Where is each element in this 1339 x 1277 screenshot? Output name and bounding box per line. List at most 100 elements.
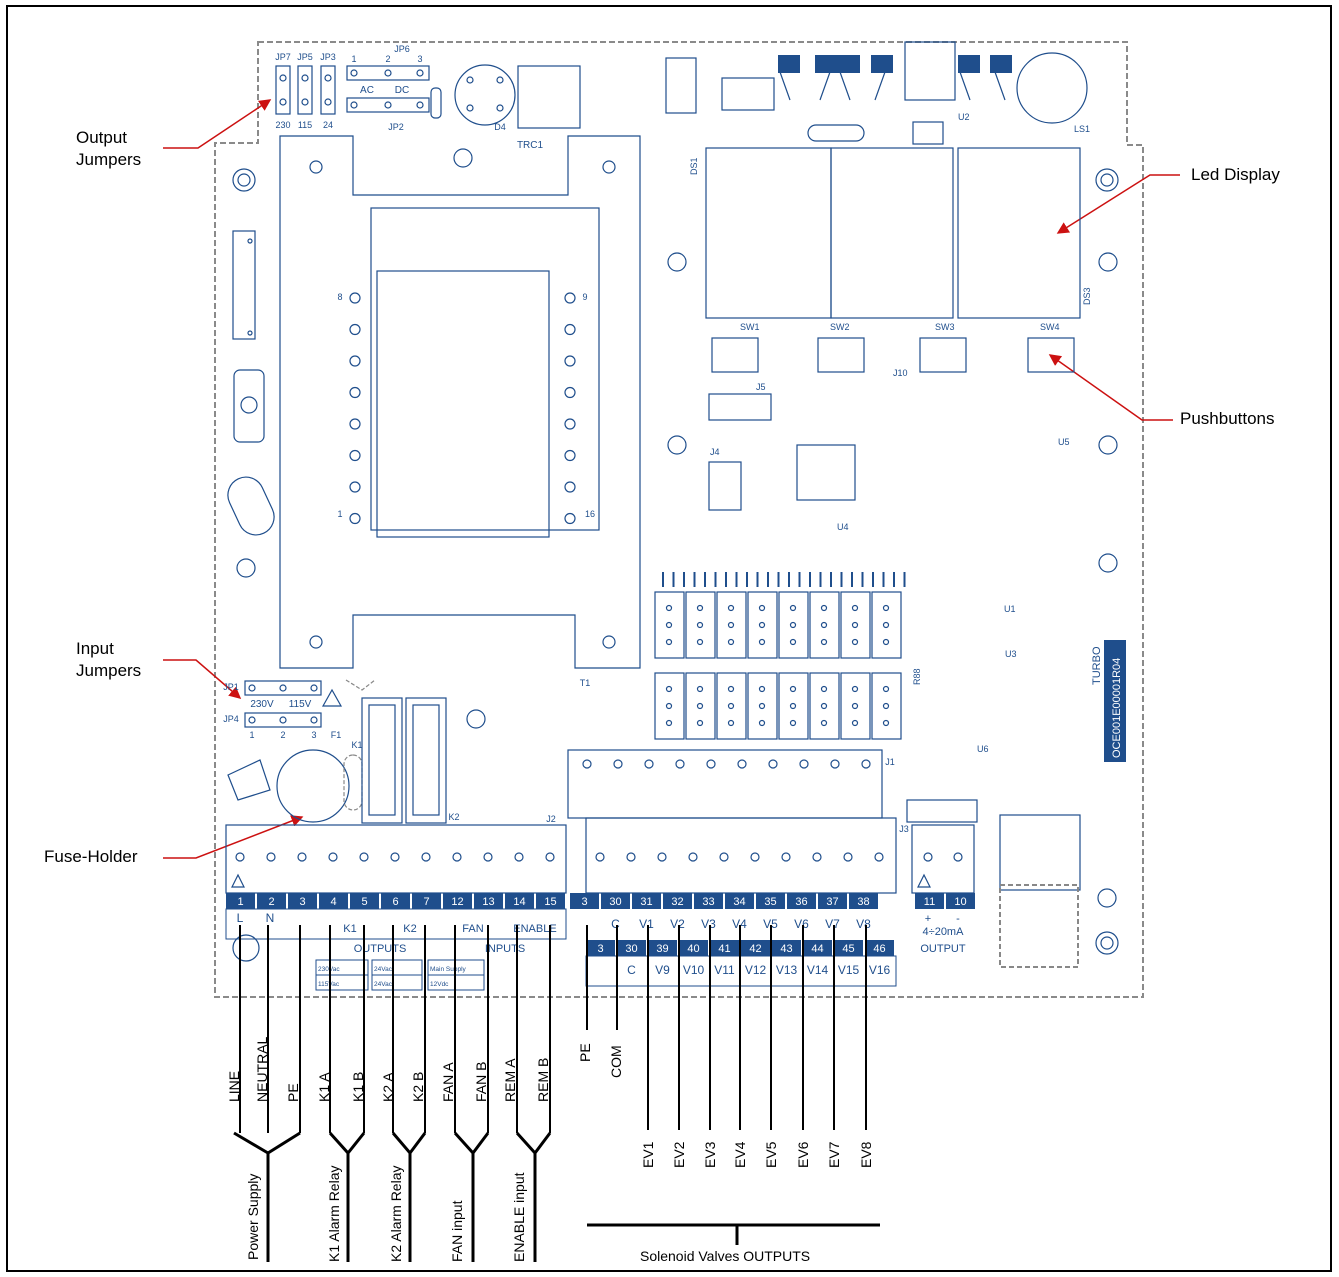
pin-header-pin <box>727 604 735 612</box>
pin-header <box>809 672 840 740</box>
transformer-pin <box>349 292 361 304</box>
pin-header-pin <box>789 638 797 646</box>
wire-label-ev: EV4 <box>732 1141 748 1168</box>
screw-valves <box>688 852 698 862</box>
rating-k1-115: 115Vac <box>318 981 340 988</box>
terminal-cell <box>536 893 565 909</box>
terminal-number: 15 <box>544 896 556 908</box>
sw1-label: SW1 <box>740 322 760 332</box>
screw-valves <box>657 852 667 862</box>
screw-j1 <box>644 759 654 769</box>
pin-header-pin <box>665 621 673 629</box>
left-components <box>227 168 1119 955</box>
board-outline <box>214 41 1144 998</box>
wires <box>239 925 867 1133</box>
pin-header-pin <box>851 685 859 693</box>
pin-header <box>716 591 747 659</box>
pin-header-pin <box>789 685 797 693</box>
terminal-number: 13 <box>482 896 494 908</box>
wire-label-left: NEUTRAL <box>254 1036 270 1102</box>
group-enable-input: ENABLE input <box>511 1172 527 1263</box>
valve-terminal-number: 32 <box>671 896 683 908</box>
terminal-n-label: N <box>266 911 275 925</box>
pin-header-pin <box>758 702 766 710</box>
terminal-label-strip <box>225 908 567 940</box>
terminal-number: 4 <box>330 896 336 908</box>
valve-terminal-label: V6 <box>794 917 809 931</box>
rating-k2-b: 24Vac <box>374 981 393 988</box>
pin-header <box>685 672 716 740</box>
screw-left <box>390 852 400 862</box>
rating-boxes <box>315 959 485 991</box>
screw-j1 <box>861 759 871 769</box>
screw-j1 <box>582 759 592 769</box>
valve-terminal-label-bottom: V14 <box>807 963 829 977</box>
group-power-supply: Power Supply <box>245 1173 261 1260</box>
wire-label-left: K1 A <box>316 1072 332 1102</box>
valve-terminal-cell <box>818 893 847 909</box>
pin-header-pin <box>758 621 766 629</box>
transformer-pin <box>564 355 576 367</box>
u2-label: U2 <box>958 112 970 122</box>
screw-j1 <box>706 759 716 769</box>
valve-terminal-label-bottom: V11 <box>714 963 735 977</box>
valve-terminal-cell-bottom <box>617 940 646 956</box>
jp4-pin3: 3 <box>311 730 316 740</box>
output-terminal-number: 10 <box>954 896 966 908</box>
jp2-label: JP2 <box>388 122 404 132</box>
output-terminal-cell <box>946 893 975 909</box>
pin-header <box>840 591 871 659</box>
jp4-pin2: 2 <box>280 730 285 740</box>
screw-j1 <box>799 759 809 769</box>
wire-label-ev: EV1 <box>640 1141 656 1168</box>
mount-hole-bottom-left <box>232 934 260 962</box>
model-label: OCE001E00001R04 TURBO <box>1091 640 1126 762</box>
valve-terminal-label: C <box>611 917 620 931</box>
j1-label: J1 <box>885 757 895 767</box>
valve-terminal-number: 3 <box>581 896 587 908</box>
pin-header-pin <box>882 702 890 710</box>
terminal-cell <box>257 893 286 909</box>
valve-terminal-label: V2 <box>670 917 685 931</box>
valve-terminal-cell <box>694 893 723 909</box>
pin-header-pin <box>882 719 890 727</box>
valve-terminal-cell-bottom <box>710 940 739 956</box>
valve-terminal-number: 34 <box>733 896 745 908</box>
sw3-label: SW3 <box>935 322 955 332</box>
wire-label-left: PE <box>285 1083 301 1102</box>
pin-header-pin <box>851 604 859 612</box>
terminal-fan-label: FAN <box>462 923 483 935</box>
u5-label: U5 <box>1058 437 1070 447</box>
top-blocks <box>778 55 1012 73</box>
jp6-pin2: 2 <box>385 54 390 64</box>
valve-terminal-label-bottom: V12 <box>745 963 767 977</box>
transformer-pin16-label: 16 <box>585 509 595 519</box>
jp6-pin3: 3 <box>417 54 422 64</box>
transformer-pin <box>349 418 361 430</box>
input-jumper-block <box>227 679 447 824</box>
wire-label-ev: EV2 <box>671 1141 687 1168</box>
jp1-label: JP1 <box>223 682 239 692</box>
pin-header-pin <box>665 702 673 710</box>
callout-output-jumpers-line1: Output <box>76 128 128 147</box>
output-minus: - <box>956 913 960 925</box>
transformer-pin <box>349 386 361 399</box>
valve-terminal-cell <box>787 893 816 909</box>
pin-header-pin <box>727 638 735 646</box>
transformer-pin <box>349 323 361 336</box>
screw-left <box>266 852 276 862</box>
screw-j1 <box>830 759 840 769</box>
terminal-cell <box>381 893 410 909</box>
transformer-pins <box>349 292 576 525</box>
pin-header <box>747 672 778 740</box>
valve-terminal-cell <box>632 893 661 909</box>
pin-header-pin <box>820 604 828 612</box>
valve-terminal-cell-bottom <box>772 940 801 956</box>
terminal-cell <box>474 893 503 909</box>
valve-terminal-label: V3 <box>701 917 716 931</box>
terminal-cell <box>288 893 317 909</box>
pin-header <box>871 672 902 740</box>
valve-terminal-number: 35 <box>764 896 776 908</box>
valve-terminal-number: 36 <box>795 896 807 908</box>
